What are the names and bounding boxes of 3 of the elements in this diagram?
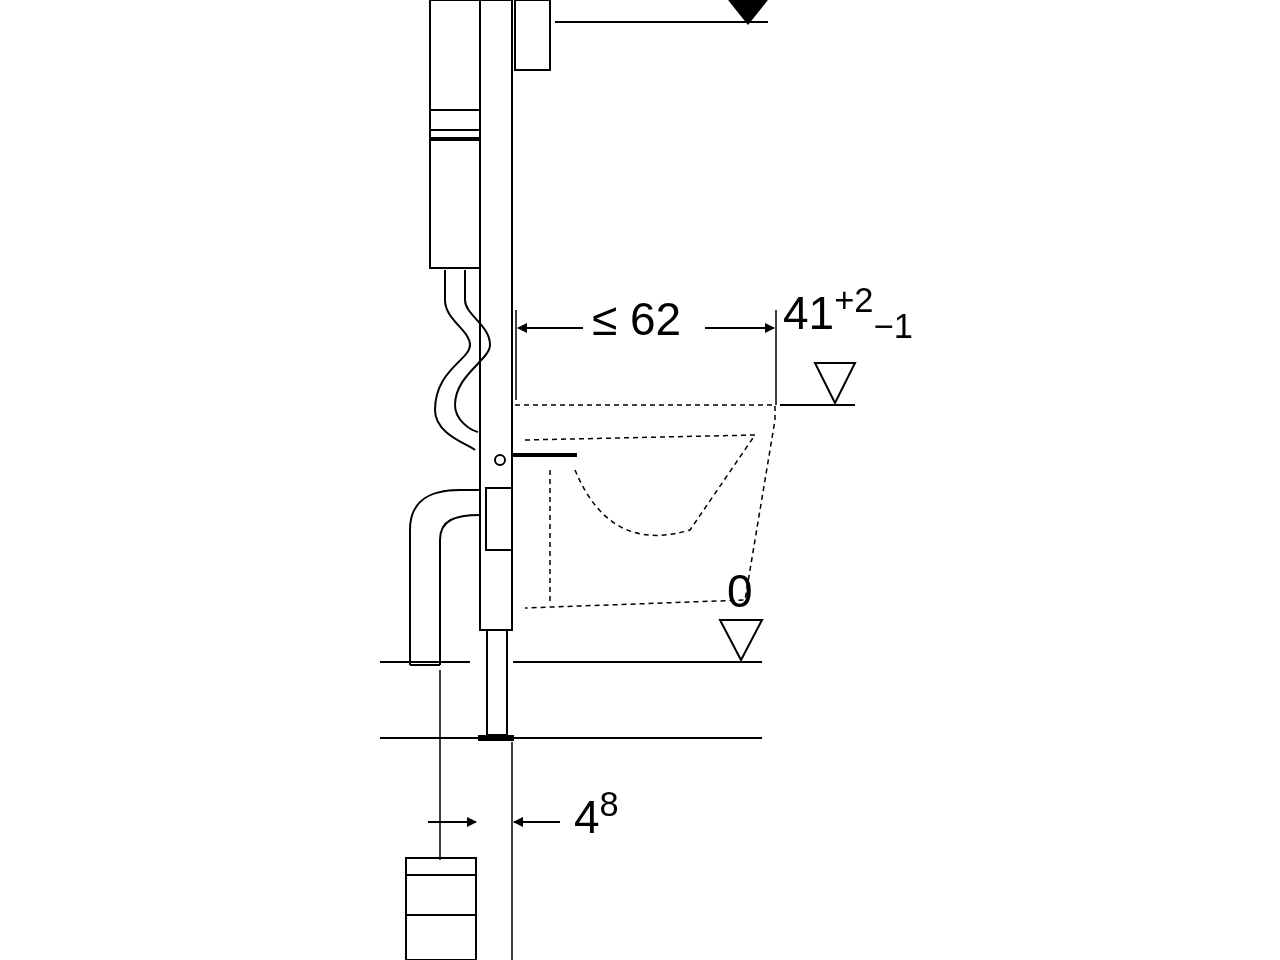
dimension-label: 4$^{8}$: [574, 794, 619, 840]
dimension-label: 0: [727, 568, 753, 614]
dimension-label: ≤ 62: [592, 296, 682, 342]
